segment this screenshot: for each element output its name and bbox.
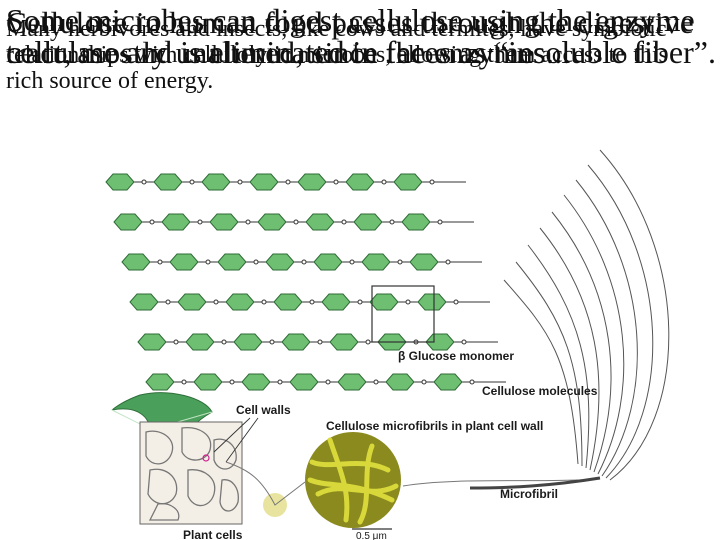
glucose-ring [225,293,255,311]
oxygen-link [469,379,475,385]
oxygen-link [293,219,299,225]
oxygen-link [261,299,267,305]
oxygen-link [229,379,235,385]
plant-cells-label: Plant cells [183,528,243,540]
oxygen-link [429,179,435,185]
oxygen-link [437,219,443,225]
microfibril-label: Microfibril [500,487,558,501]
cellulose-chains [105,173,506,391]
glucose-ring [249,173,279,191]
cellulose-molecules-label: Cellulose molecules [482,384,598,398]
glucose-ring [345,173,375,191]
glucose-ring [145,373,175,391]
oxygen-link [269,339,275,345]
oxygen-link [301,259,307,265]
oxygen-link [173,339,179,345]
glucose-ring [393,173,423,191]
glucose-ring [281,333,311,351]
glucose-ring [321,293,351,311]
glucose-ring [289,373,319,391]
slide-text-layer-3: Some microbes can digest cellulose using… [6,2,716,70]
oxygen-link [357,299,363,305]
glucose-ring [425,333,455,351]
glucose-ring [177,293,207,311]
glucose-ring [121,253,151,271]
oxygen-link [349,259,355,265]
glucose-ring [113,213,143,231]
oxygen-link [445,259,451,265]
glucose-ring [169,253,199,271]
glucose-ring [417,293,447,311]
scale-bar-label: 0.5 μm [356,531,387,540]
glucose-ring [353,213,383,231]
glucose-ring [193,373,223,391]
glucose-ring [337,373,367,391]
oxygen-link [453,299,459,305]
oxygen-link [157,259,163,265]
oxygen-link [317,339,323,345]
oxygen-link [365,339,371,345]
oxygen-link [181,379,187,385]
glucose-monomer-label: β Glucose monomer [398,349,514,363]
oxygen-link [205,259,211,265]
oxygen-link [285,179,291,185]
oxygen-link [245,219,251,225]
oxygen-link [221,339,227,345]
glucose-ring [257,213,287,231]
oxygen-link [149,219,155,225]
glucose-ring [401,213,431,231]
oxygen-link [309,299,315,305]
glucose-ring [385,373,415,391]
glucose-ring [105,173,135,191]
glucose-ring [329,333,359,351]
glucose-ring [185,333,215,351]
glucose-ring [369,293,399,311]
glucose-ring [265,253,295,271]
fiber-lines [503,149,670,481]
glucose-ring [153,173,183,191]
glucose-ring [361,253,391,271]
glucose-ring [313,253,343,271]
glucose-ring [137,333,167,351]
glucose-ring [409,253,439,271]
oxygen-link [381,179,387,185]
oxygen-link [189,179,195,185]
oxygen-link [237,179,243,185]
oxygen-link [373,379,379,385]
oxygen-link [253,259,259,265]
glucose-ring [201,173,231,191]
glucose-ring [233,333,263,351]
slide-text-layer-2: Many herbivores and insects, like cows a… [6,16,668,94]
oxygen-link [421,379,427,385]
glucose-ring [161,213,191,231]
glucose-monomer-box [371,285,435,343]
oxygen-link [213,299,219,305]
microfibril-image [263,432,401,528]
oxygen-link [141,179,147,185]
oxygen-link [197,219,203,225]
glucose-ring [297,173,327,191]
glucose-ring [433,373,463,391]
oxygen-link [341,219,347,225]
slide-text-layer-1: Cellulose in human food passes through t… [6,5,695,70]
glucose-ring [241,373,271,391]
oxygen-link [165,299,171,305]
glucose-ring [209,213,239,231]
oxygen-link [397,259,403,265]
oxygen-link [389,219,395,225]
plant-cells-image [139,421,243,525]
oxygen-link [333,179,339,185]
oxygen-link [325,379,331,385]
glucose-ring [273,293,303,311]
glucose-ring [129,293,159,311]
glucose-ring [217,253,247,271]
oxygen-link [461,339,467,345]
oxygen-link [405,299,411,305]
glucose-ring [305,213,335,231]
cell-walls-label: Cell walls [236,403,291,417]
microfibrils-label: Cellulose microfibrils in plant cell wal… [326,419,543,433]
oxygen-link [277,379,283,385]
